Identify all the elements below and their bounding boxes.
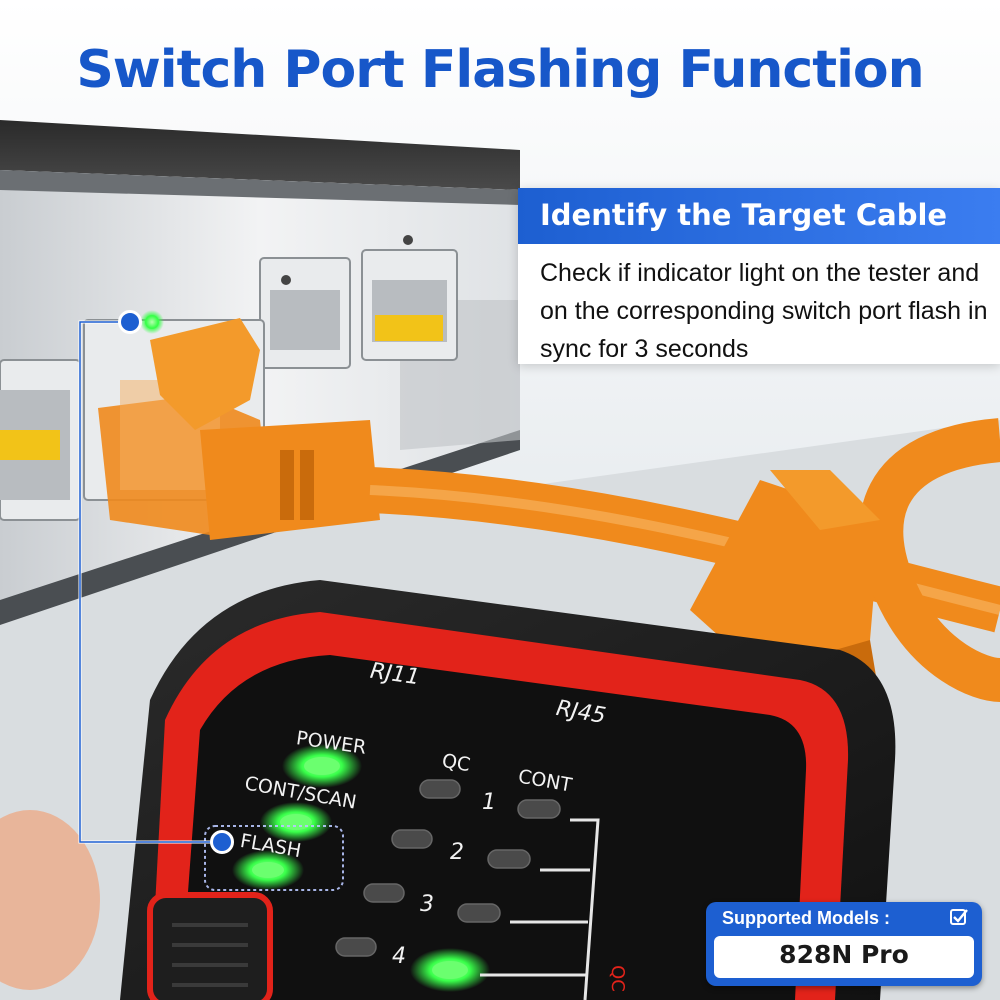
pointer-dot-icon — [118, 310, 142, 334]
feature-callout: Identify the Target Cable Check if indic… — [518, 188, 1000, 364]
pointer-dot-icon — [210, 830, 234, 854]
channel-number-1: 1 — [482, 790, 496, 815]
channel-number-3: 3 — [420, 892, 434, 917]
model-name-box: 828N Pro — [714, 936, 974, 978]
check-box-icon — [950, 909, 968, 925]
channel-number-4: 4 — [392, 944, 406, 969]
model-name: 828N Pro — [779, 940, 909, 969]
callout-description: Check if indicator light on the tester a… — [540, 259, 988, 363]
column-label-qc: QC — [440, 749, 472, 777]
channel-number-2: 2 — [450, 840, 464, 865]
callout-header — [518, 188, 1000, 244]
page-title: Switch Port Flashing Function — [76, 40, 924, 100]
callout-heading: Identify the Target Cable — [540, 198, 948, 232]
side-label-qc: QC — [606, 965, 628, 992]
supported-models-badge: Supported Models : 828N Pro — [706, 902, 982, 986]
supported-models-label: Supported Models : — [722, 908, 890, 928]
